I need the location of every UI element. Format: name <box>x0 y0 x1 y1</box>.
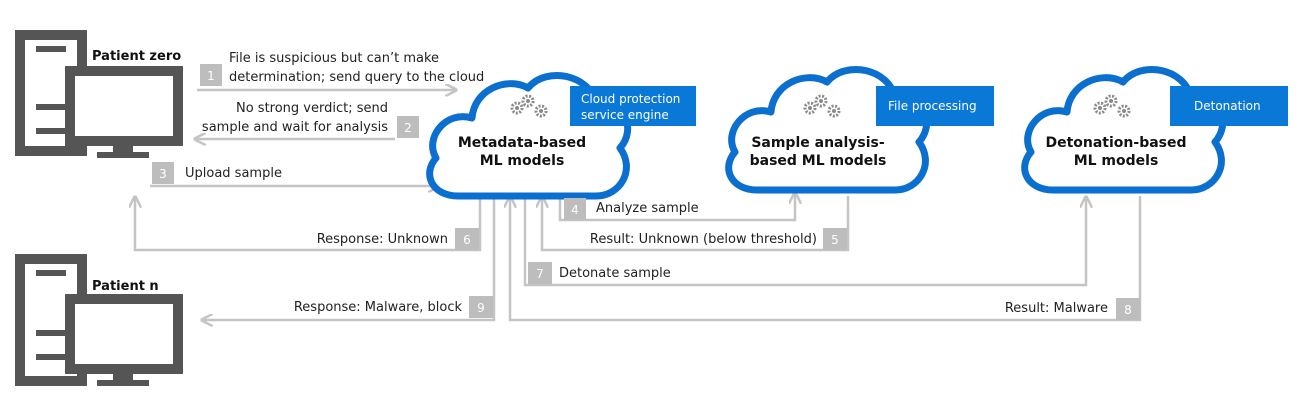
arrow-step-8 <box>510 196 1142 322</box>
step-badge <box>564 198 586 220</box>
step-number: 6 <box>463 233 471 247</box>
step-8: 8 Result: Malware <box>1005 298 1140 320</box>
step-label: Analyze sample <box>596 201 699 216</box>
cloud-sample-analysis: File processing Sample analysis- based M… <box>725 66 994 194</box>
cloud-banner <box>1170 86 1288 126</box>
step-label: Response: Unknown <box>317 232 448 247</box>
cloud-detonation: Detonation Detonation-based ML models <box>1021 66 1288 194</box>
cloud-banner-line2: service engine <box>581 108 669 122</box>
computer-icon <box>15 30 183 158</box>
cloud-banner-line1: Cloud protection <box>581 92 680 106</box>
computer-icon <box>15 254 183 386</box>
patient-n-label: Patient n <box>92 279 159 294</box>
step-9: 9 Response: Malware, block <box>294 296 493 318</box>
step-badge <box>823 228 847 250</box>
cloud-banner-label: Detonation <box>1194 99 1261 113</box>
cloud-banner <box>570 86 696 126</box>
step-badge <box>528 262 552 284</box>
step-number: 9 <box>477 301 485 315</box>
step-badge <box>1116 298 1140 320</box>
step-label: Upload sample <box>185 166 282 181</box>
step-label-line2: sample and wait for analysis <box>202 120 388 135</box>
step-number: 1 <box>207 69 215 83</box>
cloud-title-line2: ML models <box>480 153 565 169</box>
arrow-step-7 <box>523 196 1086 287</box>
patient-zero-computer: Patient zero <box>15 30 183 158</box>
step-badge <box>455 228 479 250</box>
step-badge <box>152 162 174 184</box>
cloud-title-line1: Metadata-based <box>458 135 586 151</box>
step-number: 5 <box>831 233 839 247</box>
step-1: 1 File is suspicious but can’t make dete… <box>200 51 484 86</box>
step-4: 4 Analyze sample <box>564 198 699 220</box>
step-number: 2 <box>404 121 412 135</box>
patient-n-computer: Patient n <box>15 254 183 386</box>
step-label: Result: Malware <box>1005 301 1108 316</box>
step-5: 5 Result: Unknown (below threshold) <box>590 228 847 250</box>
step-2: 2 No strong verdict; send sample and wai… <box>202 101 419 138</box>
step-label-line2: determination; send query to the cloud <box>229 70 484 85</box>
cloud-title-line1: Sample analysis- <box>751 135 885 151</box>
step-badge <box>397 116 419 138</box>
step-6: 6 Response: Unknown <box>317 228 479 250</box>
arrow-step-9 <box>203 196 496 320</box>
arrow-step-6 <box>135 196 482 252</box>
step-label-line1: File is suspicious but can’t make <box>229 51 439 66</box>
arrow-step-4 <box>558 194 795 222</box>
step-3: 3 Upload sample <box>152 162 282 184</box>
step-label-line1: No strong verdict; send <box>236 101 388 116</box>
step-number: 7 <box>536 267 544 281</box>
step-label: Result: Unknown (below threshold) <box>590 232 817 247</box>
step-label: Detonate sample <box>559 266 671 281</box>
cloud-title-line2: based ML models <box>750 153 887 169</box>
step-number: 4 <box>571 203 579 217</box>
step-7: 7 Detonate sample <box>528 262 671 284</box>
cloud-banner <box>876 86 994 126</box>
cloud-title-line2: ML models <box>1074 153 1159 169</box>
patient-zero-label: Patient zero <box>92 49 181 64</box>
step-label: Response: Malware, block <box>294 300 463 315</box>
step-badge <box>200 64 222 86</box>
step-number: 8 <box>1124 303 1132 317</box>
step-number: 3 <box>159 167 167 181</box>
cloud-banner-label: File processing <box>888 99 977 113</box>
step-badge <box>469 296 493 318</box>
cloud-metadata: Cloud protection service engine Metadata… <box>426 72 696 200</box>
arrow-step-5 <box>542 196 850 252</box>
cloud-title-line1: Detonation-based <box>1045 135 1186 151</box>
